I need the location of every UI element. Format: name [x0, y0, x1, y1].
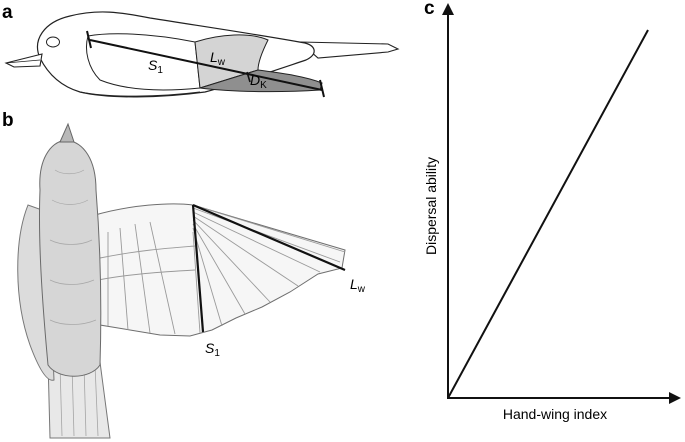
panel-a-bird-side-view [4, 11, 400, 98]
bird-a-tail [298, 41, 400, 59]
panel-c-letter: c [424, 0, 435, 19]
panel-c-chart [442, 3, 681, 404]
measure-lw-a [89, 39, 323, 91]
measure-lw-b [192, 203, 346, 272]
bird-a-beak [4, 53, 43, 68]
label-a-lw: Lw [210, 49, 226, 68]
panel-b-letter: b [2, 110, 14, 131]
x-axis-arrow [669, 392, 681, 404]
label-a-dk: DK [250, 72, 267, 91]
x-axis-label: Hand-wing index [503, 406, 607, 422]
measure-s1-b [191, 204, 205, 333]
bird-a-eye [46, 36, 60, 48]
bird-b-feather-lines [97, 204, 346, 335]
y-axis-arrow [442, 3, 454, 15]
y-axis-label: Dispersal ability [423, 157, 439, 255]
panel-a-letter: a [2, 2, 13, 23]
label-a-s1: S1 [148, 57, 163, 76]
label-b-s1: S1 [205, 340, 220, 359]
panel-b-bird-top-view [17, 122, 346, 439]
bird-b-body [38, 139, 102, 377]
bird-a-wing-coverts [86, 33, 201, 91]
bird-b-crest [59, 122, 75, 143]
series-line [447, 29, 649, 399]
label-b-lw: Lw [350, 276, 366, 295]
bird-a-secondaries [194, 34, 269, 89]
